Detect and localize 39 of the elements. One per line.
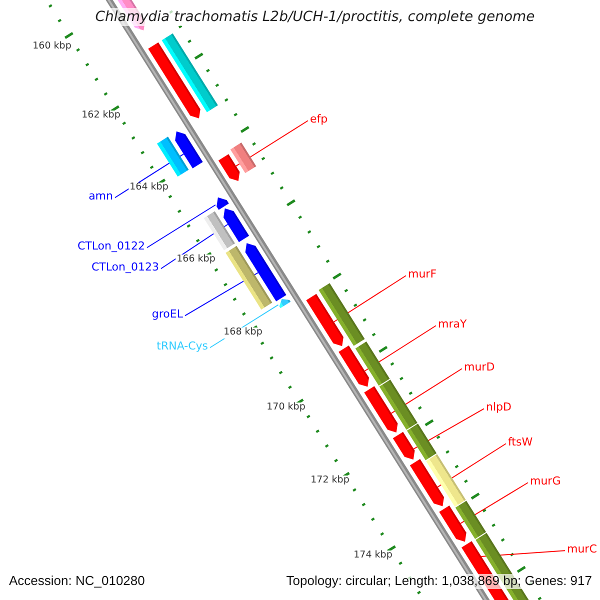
gene-feature [338,346,369,387]
gene-feature [410,458,444,506]
gene-label: tRNA-Cys [156,340,208,354]
gene-feature [245,243,286,302]
gene-feature [218,154,240,182]
gene-label: mraY [438,318,467,332]
scale-label: 162 kbp [80,110,122,122]
scale-label: 174 kbp [352,550,394,562]
gene-feature [439,506,466,542]
leader-line [333,275,406,322]
gene-label: murD [464,362,495,374]
scale-label: 168 kbp [222,328,264,338]
gene-label: groEL [152,308,183,322]
gene-feature [462,541,490,576]
gene-feature [306,294,344,346]
gene-feature [216,197,229,210]
scale-label: 164 kbp [128,182,170,194]
leader-line [364,325,436,372]
gene-label: murC [567,544,597,556]
gene-label: nlpD [486,402,512,414]
gene-feature [279,299,291,308]
gene-feature [392,432,415,460]
gene-label: efp [310,114,328,126]
gene-feature [224,208,250,242]
gene-label: CTLon_0122 [77,240,145,254]
gene-label: amn [88,190,113,204]
scale-label: 172 kbp [310,476,350,486]
scale-label: 170 kbp [266,402,306,414]
gene-label: CTLon_0123 [91,262,159,274]
genome-info: Topology: circular; Length: 1,038,869 bp; Genes: 917 [284,574,594,589]
gene-label: murG [530,476,561,488]
gene-label: ftsW [508,436,533,450]
leader-line [146,204,216,248]
gene-feature [364,386,398,433]
scale-label: 166 kbp [176,254,216,266]
gene-label: murF [408,268,437,282]
accession-label: Accession: NC_010280 [7,574,147,589]
scale-label: 160 kbp [32,42,72,52]
gene-feature [175,131,203,168]
